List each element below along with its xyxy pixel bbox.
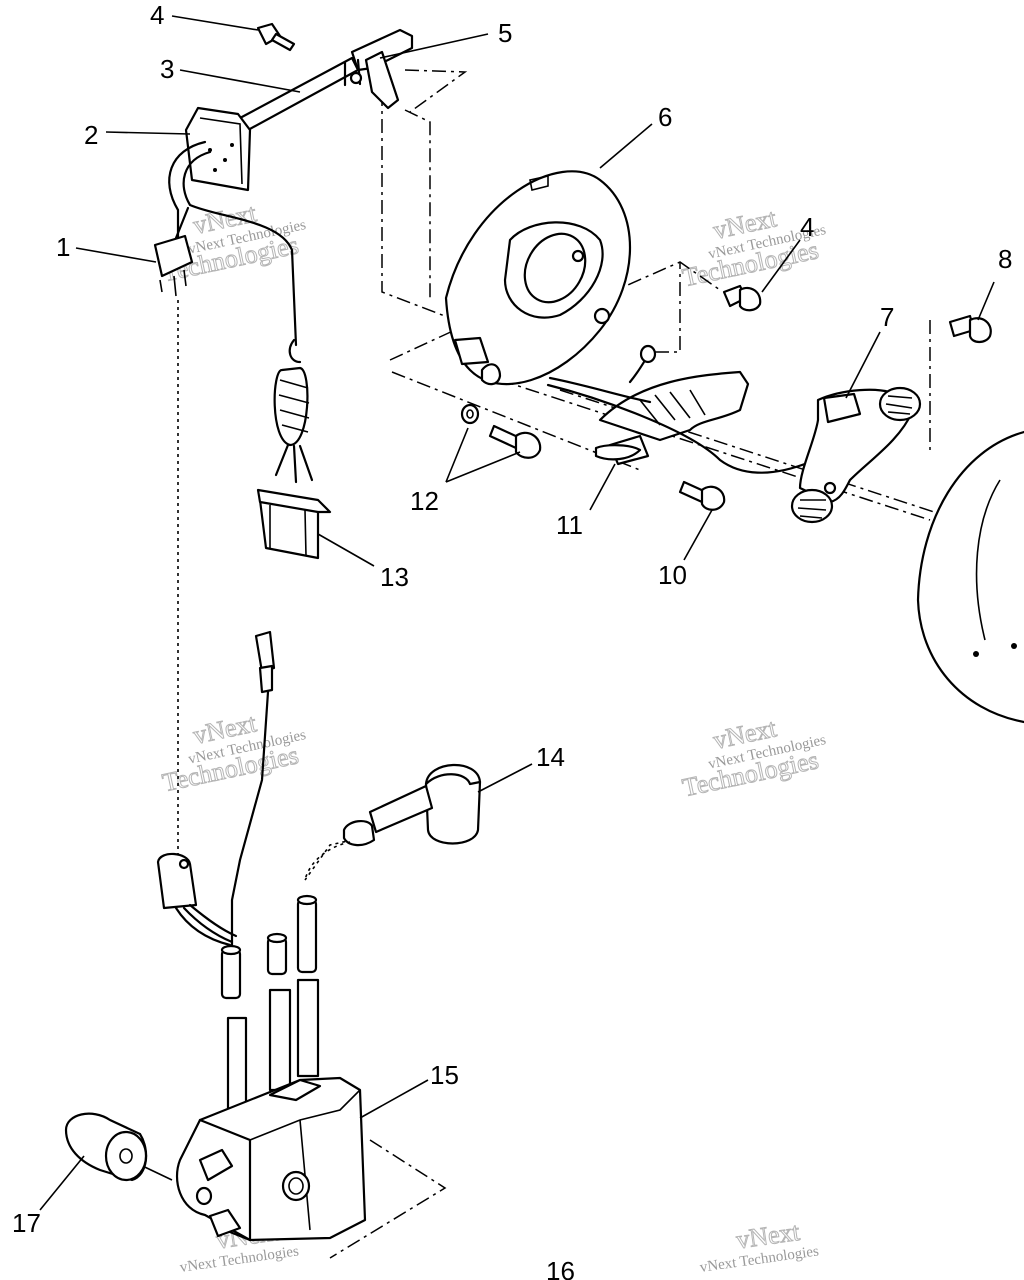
watermark-group: vNext vNext Technologies Technologies vN…	[159, 198, 827, 1276]
bolt	[948, 314, 992, 344]
callout-label: 1	[56, 232, 70, 262]
callout-label: 11	[556, 510, 583, 540]
flywheel-housing	[916, 430, 1024, 724]
tube	[266, 932, 288, 976]
washer	[639, 344, 657, 364]
callout-label: 6	[658, 102, 672, 132]
callout-label: 12	[410, 486, 439, 516]
hv-wire	[304, 841, 351, 881]
callout-label: 5	[498, 18, 512, 48]
watermark: vNext vNext Technologies Technologies	[679, 713, 827, 803]
callout-label: 7	[880, 302, 894, 332]
tube	[220, 944, 242, 1000]
stator-plate	[444, 170, 632, 386]
callout-label: 17	[12, 1208, 41, 1238]
watermark: vNext vNext Technologies Technologies	[159, 708, 307, 798]
washer	[460, 403, 480, 425]
cdi-box	[175, 978, 367, 1242]
callout-label: 15	[430, 1060, 459, 1090]
callout-label: 10	[658, 560, 687, 590]
exciter-coil	[790, 386, 922, 524]
bolt	[722, 284, 762, 312]
callout-labels: 4 5 3 2 1 6 4 8 7 12 11 10 13 14 15 17 1…	[12, 0, 1012, 1280]
callout-label: 8	[998, 244, 1012, 274]
callout-label: 4	[150, 0, 164, 30]
callout-label: 14	[536, 742, 565, 772]
callout-label: 4	[800, 212, 814, 242]
callout-label: 3	[160, 54, 174, 84]
rubber-bushing	[64, 1112, 148, 1182]
watermark: vNext vNext Technologies	[699, 1216, 820, 1276]
spark-plug-cap	[342, 763, 482, 847]
watermark: vNext vNext Technologies Technologies	[679, 203, 827, 293]
coil-wrap	[273, 338, 310, 447]
callout-label: 16	[546, 1256, 575, 1280]
wire-bundle	[153, 140, 298, 347]
leader-lines	[39, 15, 995, 1211]
screw	[488, 424, 542, 459]
callout-label: 2	[84, 120, 98, 150]
screw	[678, 480, 726, 511]
grommet	[184, 106, 252, 192]
kill-switch-lead	[230, 630, 276, 952]
tube	[296, 894, 318, 974]
lighting-coil	[594, 370, 750, 466]
connector-plug	[256, 443, 332, 560]
callout-label: 13	[380, 562, 409, 592]
ignition-connector	[156, 852, 238, 947]
bolt	[256, 22, 296, 52]
